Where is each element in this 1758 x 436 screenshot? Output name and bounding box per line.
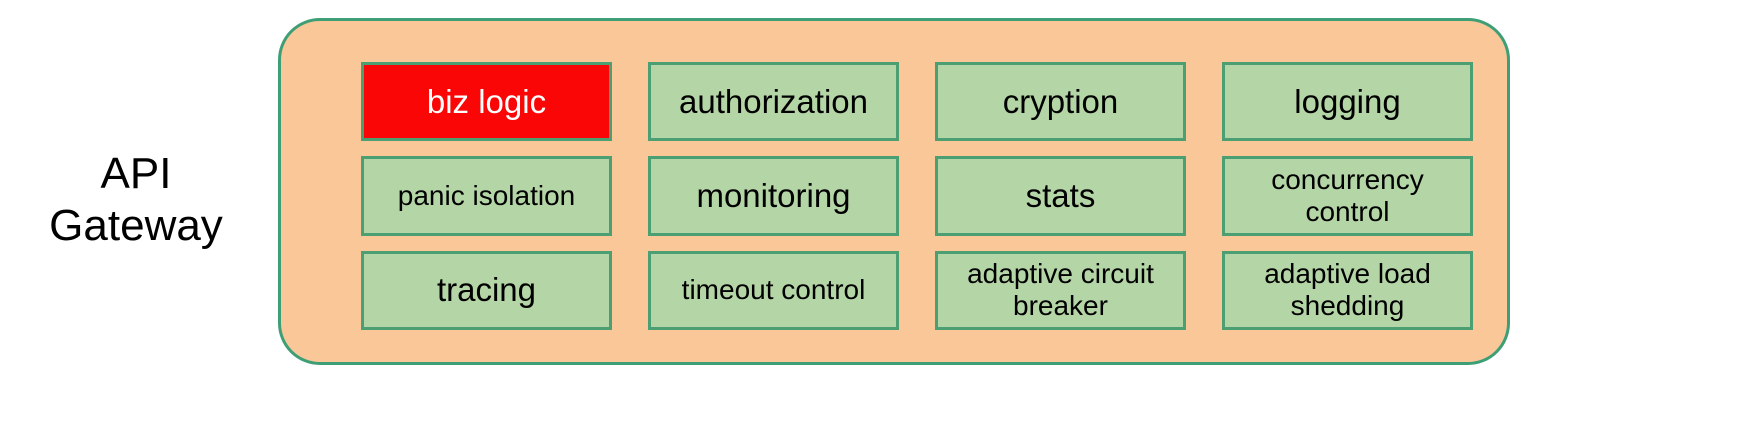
feature-box-concurrency-control[interactable]: concurrency control xyxy=(1222,156,1473,236)
feature-box-adaptive-circuit-breaker[interactable]: adaptive circuit breaker xyxy=(935,250,1186,330)
feature-box-timeout-control[interactable]: timeout control xyxy=(648,250,899,330)
feature-box-cryption[interactable]: cryption xyxy=(935,62,1186,142)
api-gateway-container: biz logic authorization cryption logging pan… xyxy=(278,18,1510,365)
api-gateway-label: API Gateway xyxy=(49,149,223,250)
feature-box-tracing[interactable]: tracing xyxy=(361,250,612,330)
feature-box-biz-logic[interactable]: biz logic xyxy=(361,62,612,142)
feature-grid: biz logic authorization cryption logging pan… xyxy=(361,62,1473,330)
feature-box-logging[interactable]: logging xyxy=(1222,62,1473,142)
feature-box-adaptive-load-shedding[interactable]: adaptive load shedding xyxy=(1222,250,1473,330)
feature-box-stats[interactable]: stats xyxy=(935,156,1186,236)
feature-box-panic-isolation[interactable]: panic isolation xyxy=(361,156,612,236)
feature-box-monitoring[interactable]: monitoring xyxy=(648,156,899,236)
feature-box-authorization[interactable]: authorization xyxy=(648,62,899,142)
